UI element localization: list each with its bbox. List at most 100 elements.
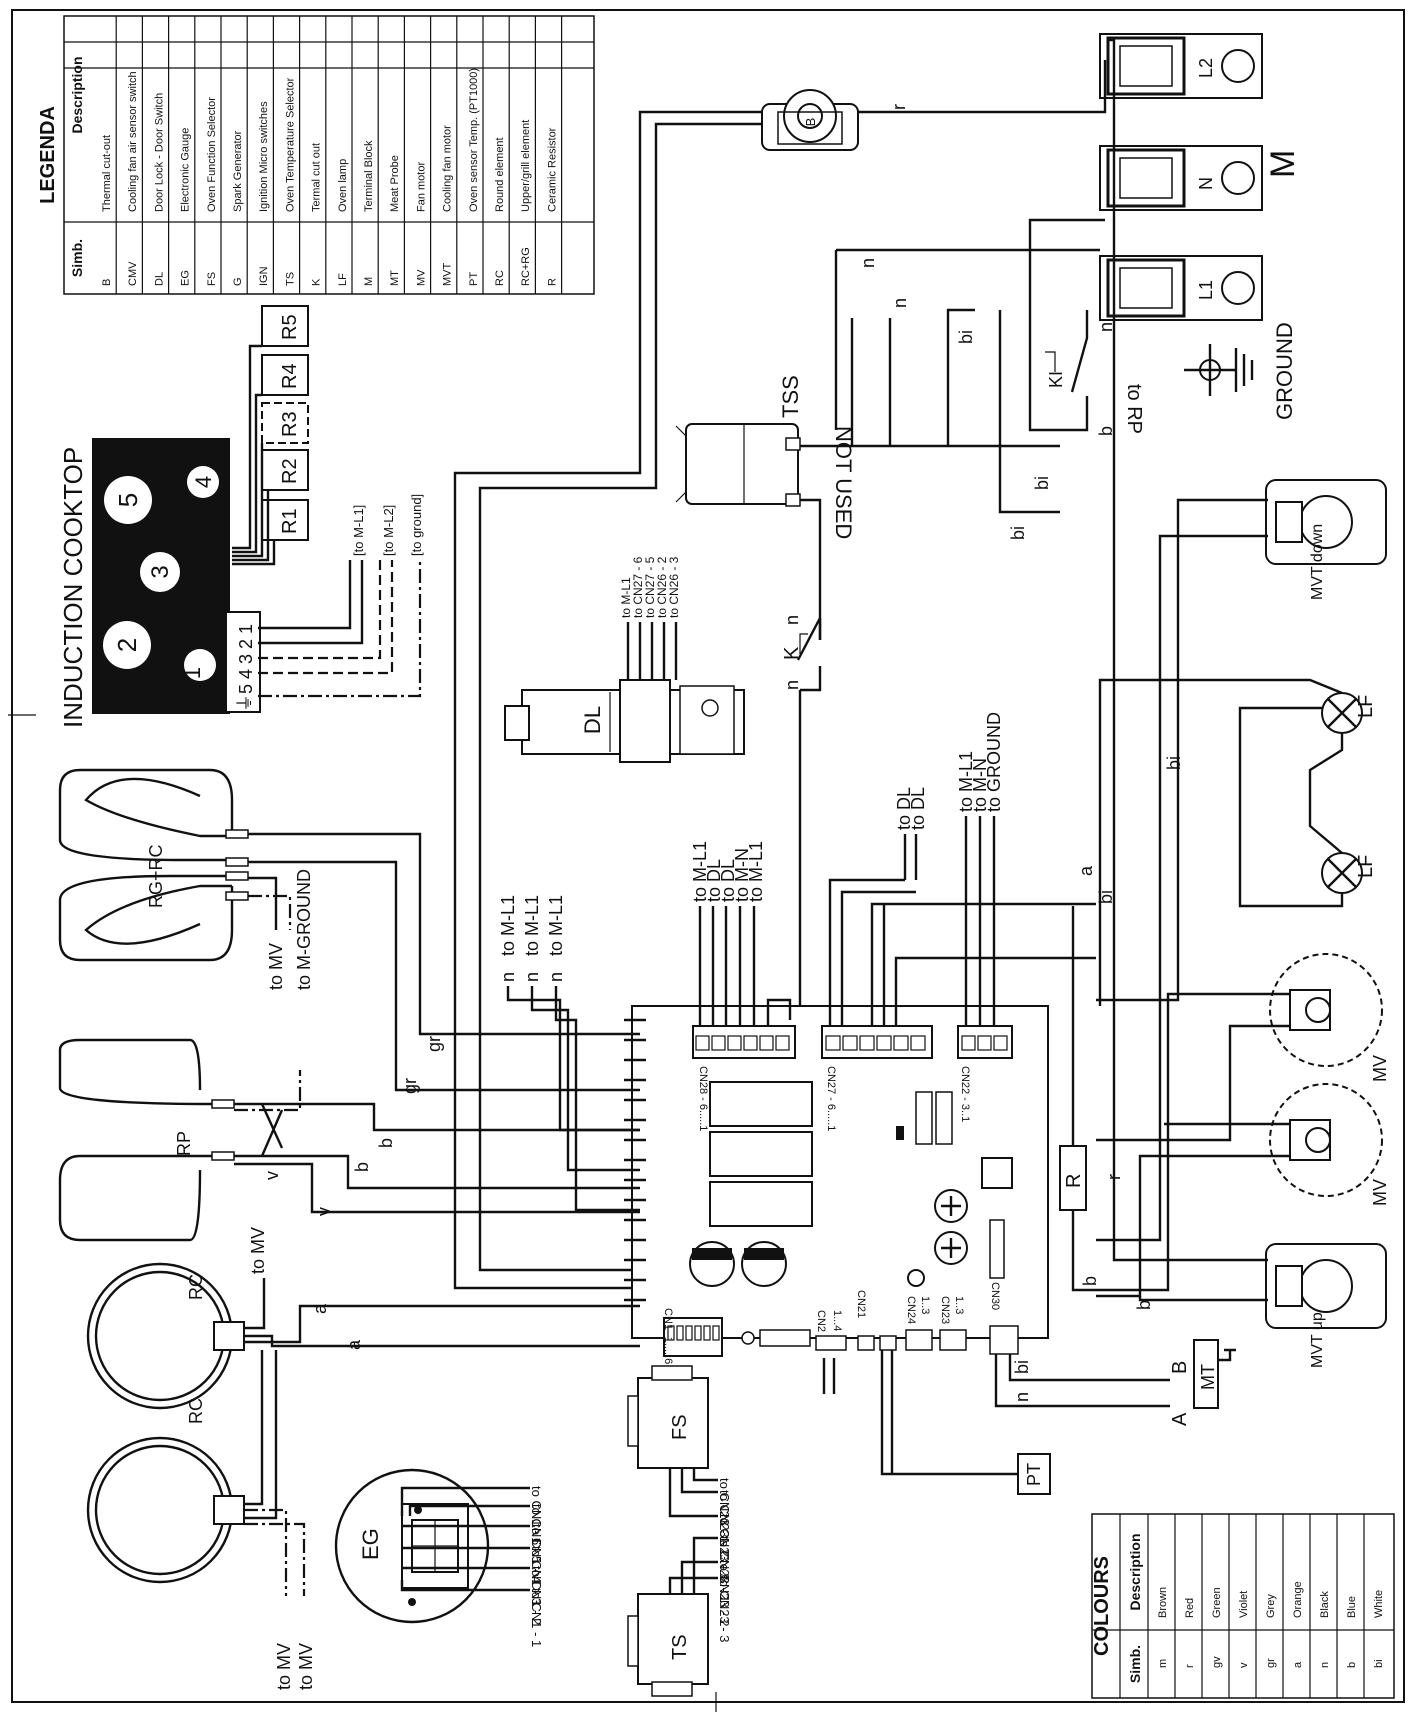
wire-code-n6: n xyxy=(1012,1392,1032,1402)
cn28-target-2: to DL xyxy=(718,859,738,902)
cn23-label: CN23 xyxy=(939,1296,951,1324)
wire-code-bi5: bi xyxy=(1096,890,1116,904)
colours-col-simb: Simb. xyxy=(1127,1645,1143,1683)
colour-desc-4: Grey xyxy=(1265,1594,1277,1618)
ki-switch: KI n b bi to RP GROUND xyxy=(1028,218,1297,490)
wire-code-n4: n xyxy=(782,615,802,625)
eg-target-5: to CN1 - 1 xyxy=(529,1588,544,1647)
legenda-desc-1: Cooling fan air sensor switch xyxy=(127,71,139,212)
legenda-simb-5: G xyxy=(232,277,244,286)
legenda-simb-6: IGN xyxy=(258,266,270,286)
oven-lamp-lower: LF xyxy=(1321,852,1377,894)
ki-label: KI xyxy=(1046,371,1066,388)
cn2-label: CN2 xyxy=(815,1310,827,1332)
cooktop-to-ground: [to ground] xyxy=(409,494,424,556)
colours-title: COLOURS xyxy=(1091,1556,1113,1656)
resistor-r2: R2 xyxy=(279,458,301,484)
temperature-selector-ts: TS xyxy=(627,1593,709,1697)
frame xyxy=(11,9,1405,1703)
legenda-desc-12: Fan motor xyxy=(415,162,427,212)
resistor-r1: R1 xyxy=(279,508,301,534)
mv-label-2: MV xyxy=(1370,1179,1390,1206)
dl-label: DL xyxy=(580,706,605,734)
cooktop-terminal-4: 4 xyxy=(236,669,256,679)
cn22-target-2: to GROUND xyxy=(984,712,1004,812)
fs-target-1: to CN23 - 2 xyxy=(717,1490,732,1556)
wire-code-bi4: bi xyxy=(1164,756,1184,770)
dl-target-1: to CN27 - 6 xyxy=(631,556,645,618)
lf-label-1: LF xyxy=(1355,695,1377,718)
resistor-r4: R4 xyxy=(279,363,301,389)
legenda-desc-3: Electronic Gauge xyxy=(180,128,192,212)
resistor-r5: R5 xyxy=(279,314,301,340)
legenda-desc-11: Meat Probe xyxy=(389,155,401,212)
oven-lamp-upper: LF xyxy=(1321,692,1377,734)
dl-target-2: to CN27 - 5 xyxy=(643,556,657,618)
b-label: B xyxy=(803,118,818,127)
legenda-simb-1: CMV xyxy=(127,261,139,286)
function-selector-fs: FS xyxy=(627,1365,709,1469)
ts-target-2: to CN23 - 3 xyxy=(717,1576,732,1642)
legenda-desc-2: Door Lock - Door Switch xyxy=(153,93,165,212)
door-lock-dl: DL xyxy=(504,679,745,763)
left-m-l1-1: to M-L1 xyxy=(522,895,542,956)
colour-simb-5: a xyxy=(1292,1661,1304,1668)
wire-code-n3: n xyxy=(1096,322,1116,332)
rp-label: RP xyxy=(174,1131,194,1156)
wire-code-n2: n xyxy=(890,298,910,308)
ts-target-1: to CN23 - 2 xyxy=(717,1560,732,1626)
cooktop-terminal-5: 5 xyxy=(236,684,256,694)
r-label: R xyxy=(1063,1174,1085,1188)
zone-2: 2 xyxy=(112,638,142,652)
cn27-target-0: to DL xyxy=(894,787,914,830)
left-m-l1-2: to M-L1 xyxy=(546,895,566,956)
rg-to-target-0: to MV xyxy=(266,943,286,990)
cn28-target-4: to M-L1 xyxy=(746,841,766,902)
legenda-desc-13: Cooling fan motor xyxy=(442,125,454,212)
legenda-desc-8: Termal cut out xyxy=(311,143,323,212)
wire-code-b5: b xyxy=(352,1162,372,1172)
cooktop-to-m-l1: [to M-L1] xyxy=(351,505,366,556)
eg-label: EG xyxy=(358,1528,383,1560)
legenda-desc-17: Ceramic Resistor xyxy=(546,127,558,212)
wire-code-r2: r xyxy=(1104,1174,1124,1180)
eg-target-2: to CN1 - 4 xyxy=(529,1524,544,1583)
legenda-simb-14: PT xyxy=(468,272,480,286)
cn28-target-0: to M-L1 xyxy=(690,841,710,902)
wire-code-r1: r xyxy=(889,104,909,110)
legenda-desc-0: Thermal cut-out xyxy=(101,135,113,212)
cn2-pins: 1...4 xyxy=(831,1310,843,1331)
cooktop-terminal-1: 1 xyxy=(236,624,256,634)
terminal-n: N xyxy=(1196,177,1216,190)
cn24-label: CN24 xyxy=(905,1296,917,1324)
legenda-simb-13: MVT xyxy=(442,263,454,287)
eg-target-4: to CN1 - 2 xyxy=(529,1566,544,1625)
colour-desc-8: White xyxy=(1373,1590,1385,1618)
zone-3: 3 xyxy=(147,565,174,578)
terminal-l2: L2 xyxy=(1196,58,1216,78)
legenda-col-desc: Description xyxy=(69,56,85,133)
legenda-simb-12: MV xyxy=(415,269,427,286)
legenda-simb-2: DL xyxy=(153,272,165,286)
thermal-cutout-b: B xyxy=(761,89,859,151)
colour-simb-7: b xyxy=(1346,1662,1358,1668)
cn22-target-1: to M-N xyxy=(970,758,990,812)
legenda-simb-9: LF xyxy=(337,273,349,286)
cn27-label: CN27 - 6.....1 xyxy=(825,1066,837,1131)
ground-label: GROUND xyxy=(1272,322,1297,420)
legenda-simb-0: B xyxy=(101,279,113,286)
resistor-r3: R3 xyxy=(279,411,301,437)
mt-a-label: A xyxy=(1169,1412,1191,1426)
colour-desc-2: Green xyxy=(1211,1587,1223,1618)
legenda-col-simb: Simb. xyxy=(69,239,85,277)
wire-code-a1: a xyxy=(1076,865,1096,876)
tss-sensor: TSS xyxy=(675,375,803,507)
colour-desc-1: Red xyxy=(1184,1598,1196,1618)
control-board: CN28 - 6.....1 CN27 - 6.....1 CN22 - 3..… xyxy=(624,1005,1049,1364)
rc-to-mv-0: to MV xyxy=(274,1643,294,1690)
rc-label-1: RC xyxy=(186,1274,206,1300)
upper-grill-element-rg-rc: RG+RC xyxy=(58,768,249,962)
legenda-desc-16: Upper/grill element xyxy=(520,120,532,212)
